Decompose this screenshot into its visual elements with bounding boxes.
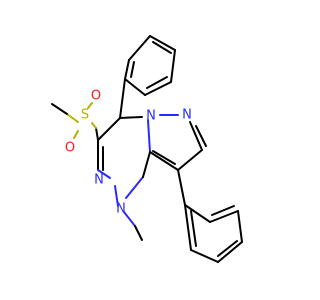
- bond: [147, 119, 151, 153]
- bond: [124, 78, 146, 96]
- bond: [177, 169, 186, 206]
- bond: [123, 211, 136, 227]
- pyrazole-ring: [149, 114, 207, 171]
- bond: [149, 151, 179, 171]
- bond: [152, 150, 176, 165]
- bond: [149, 35, 176, 51]
- bond: [95, 127, 99, 141]
- top-phenyl-ring: [124, 35, 176, 96]
- bond: [128, 35, 151, 61]
- bond: [184, 204, 211, 223]
- bond: [51, 103, 68, 115]
- bond: [125, 176, 144, 199]
- bond: [217, 240, 238, 257]
- sulfur-atom-label: S: [81, 108, 89, 123]
- bond: [114, 185, 119, 207]
- bond: [217, 241, 243, 263]
- bond: [209, 210, 239, 223]
- bond: [184, 204, 192, 251]
- bond: [119, 116, 143, 119]
- triazine-nitrogen-methyl-label: N: [116, 202, 126, 217]
- pyrazole-nitrogen-upper-label: N: [182, 108, 192, 123]
- bond: [91, 122, 97, 129]
- bond: [152, 41, 172, 54]
- bond: [146, 76, 168, 89]
- bond: [130, 61, 135, 78]
- molecule-drawing: S O O N N N N: [51, 35, 243, 263]
- bond: [170, 49, 176, 83]
- triazine-nitrogen-left-label: N: [94, 173, 104, 188]
- bond: [211, 205, 235, 216]
- bond: [97, 169, 111, 179]
- bottom-phenyl-ring: [184, 204, 243, 263]
- bond: [87, 102, 93, 109]
- bond: [66, 113, 79, 123]
- bond: [177, 149, 203, 171]
- pyrazole-nitrogen-bridge-label: N: [146, 109, 156, 124]
- bond: [190, 249, 219, 263]
- bond: [190, 210, 197, 247]
- bond: [73, 130, 79, 139]
- oxygen-atom-label-top: O: [91, 89, 101, 104]
- bond: [124, 59, 130, 80]
- bond: [119, 78, 126, 119]
- bond: [195, 125, 207, 147]
- bond: [144, 81, 172, 96]
- triazine-ring: [97, 116, 151, 207]
- bond: [237, 210, 243, 243]
- structure-canvas: S O O N N N N: [51, 35, 243, 263]
- bond: [142, 151, 151, 178]
- bond: [134, 225, 143, 241]
- methylsulfonyl-group: [51, 102, 99, 141]
- bond: [189, 121, 203, 151]
- oxygen-atom-label-left: O: [65, 141, 75, 156]
- bond: [97, 117, 121, 141]
